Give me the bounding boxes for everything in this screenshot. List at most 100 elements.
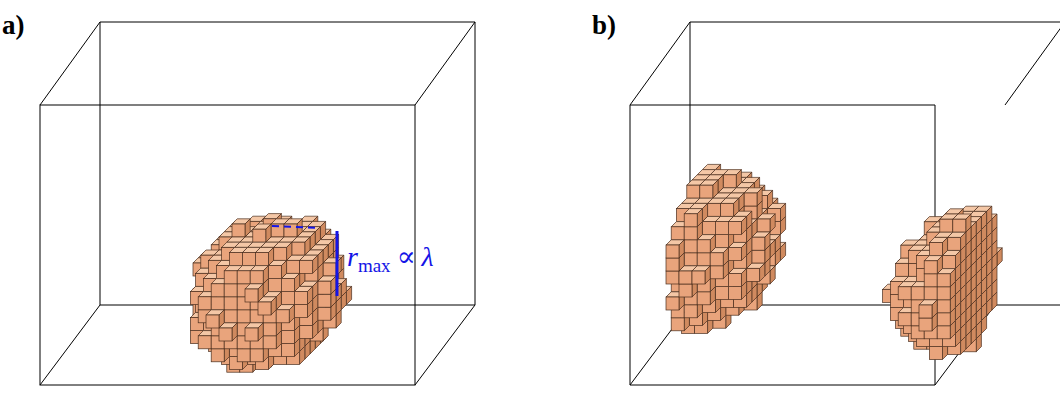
voxel-side xyxy=(313,255,318,273)
voxel-side xyxy=(294,273,299,291)
voxel-side xyxy=(281,260,286,278)
voxel-front xyxy=(245,328,258,341)
voxel-front xyxy=(323,263,336,276)
voxel-front xyxy=(666,245,679,258)
voxel-front xyxy=(666,258,679,271)
voxel-side xyxy=(770,266,775,284)
voxel-front xyxy=(258,302,271,315)
voxel-front xyxy=(206,315,219,328)
voxel-front xyxy=(728,274,741,287)
voxel-side xyxy=(734,198,739,216)
voxel-side xyxy=(702,203,707,221)
voxel-side xyxy=(741,216,746,234)
voxel-front xyxy=(747,268,760,281)
voxel-front xyxy=(671,318,684,331)
voxel-side xyxy=(258,284,263,302)
voxel-side xyxy=(310,232,315,250)
voxel-front xyxy=(237,271,250,284)
voxel-side xyxy=(976,217,981,235)
voxel-side xyxy=(328,240,333,258)
voxel-front xyxy=(679,271,692,284)
voxel-side xyxy=(307,286,312,304)
voxel-front xyxy=(898,313,911,326)
voxel-front xyxy=(728,222,741,235)
voxel-side xyxy=(232,323,237,341)
voxel-front xyxy=(253,229,266,242)
voxel-side xyxy=(697,209,702,227)
voxel-front xyxy=(229,253,242,266)
simulation-box-a xyxy=(40,22,475,385)
voxel-side xyxy=(741,268,746,286)
voxel-side xyxy=(997,248,1002,266)
radius-annotation: rmax∝λ xyxy=(347,240,434,277)
proportional-sign: ∝ xyxy=(397,241,416,272)
voxel-side xyxy=(679,240,684,258)
voxel-side xyxy=(987,206,992,224)
voxel-front xyxy=(924,261,937,274)
voxel-side xyxy=(770,240,775,258)
voxel-front xyxy=(294,305,307,318)
voxel-side xyxy=(937,256,942,274)
voxel-front xyxy=(679,284,692,297)
voxel-side xyxy=(981,211,986,229)
voxel-front xyxy=(697,253,710,266)
voxel-front xyxy=(708,203,721,216)
voxel-front xyxy=(752,250,765,263)
voxel-side xyxy=(245,219,250,237)
voxel-side xyxy=(258,323,263,341)
voxel-side xyxy=(268,247,273,265)
voxel-front xyxy=(715,287,728,300)
voxel-front xyxy=(715,222,728,235)
voxel-front xyxy=(937,313,950,326)
radius-marker xyxy=(272,226,337,296)
voxel-front xyxy=(250,271,263,284)
voxel-front xyxy=(692,271,705,284)
voxel-side xyxy=(718,175,723,193)
voxel-front xyxy=(237,349,250,362)
voxel-side xyxy=(331,276,336,294)
voxel-front xyxy=(281,331,294,344)
voxel-front xyxy=(666,297,679,310)
voxel-side xyxy=(770,214,775,232)
voxel-front xyxy=(710,253,723,266)
voxel-side xyxy=(289,305,294,323)
voxel-half-sphere xyxy=(883,206,1003,359)
voxel-front xyxy=(728,287,741,300)
voxel-front xyxy=(929,243,942,256)
voxel-front xyxy=(929,347,942,360)
voxel-front xyxy=(752,237,765,250)
voxel-front xyxy=(219,328,232,341)
voxel-front xyxy=(687,185,700,198)
voxel-front xyxy=(671,227,684,240)
voxel-front xyxy=(237,310,250,323)
voxel-front xyxy=(684,305,697,318)
voxel-front xyxy=(318,307,331,320)
voxel-side xyxy=(767,190,772,208)
voxel-front xyxy=(281,344,294,357)
voxel-side xyxy=(346,286,351,304)
voxel-side xyxy=(341,279,346,297)
voxel-front xyxy=(721,203,734,216)
voxel-front xyxy=(232,224,245,237)
voxel-front xyxy=(710,266,723,279)
voxel-front xyxy=(948,237,961,250)
voxel-side xyxy=(780,242,785,260)
voxel-side xyxy=(315,227,320,245)
voxel-sphere xyxy=(190,214,351,373)
voxel-front xyxy=(919,318,932,331)
voxel-front xyxy=(757,219,770,232)
voxel-front xyxy=(715,235,728,248)
voxel-side xyxy=(287,242,292,260)
wavelength-symbol: λ xyxy=(422,241,434,272)
voxel-front xyxy=(942,256,955,269)
voxel-side xyxy=(760,263,765,281)
voxel-front xyxy=(697,240,710,253)
voxel-front xyxy=(700,185,713,198)
voxel-side xyxy=(263,266,268,284)
voxel-front xyxy=(300,260,313,273)
voxel-side xyxy=(757,188,762,206)
voxel-front xyxy=(684,227,697,240)
voxel-front xyxy=(723,175,736,188)
voxel-front xyxy=(924,287,937,300)
